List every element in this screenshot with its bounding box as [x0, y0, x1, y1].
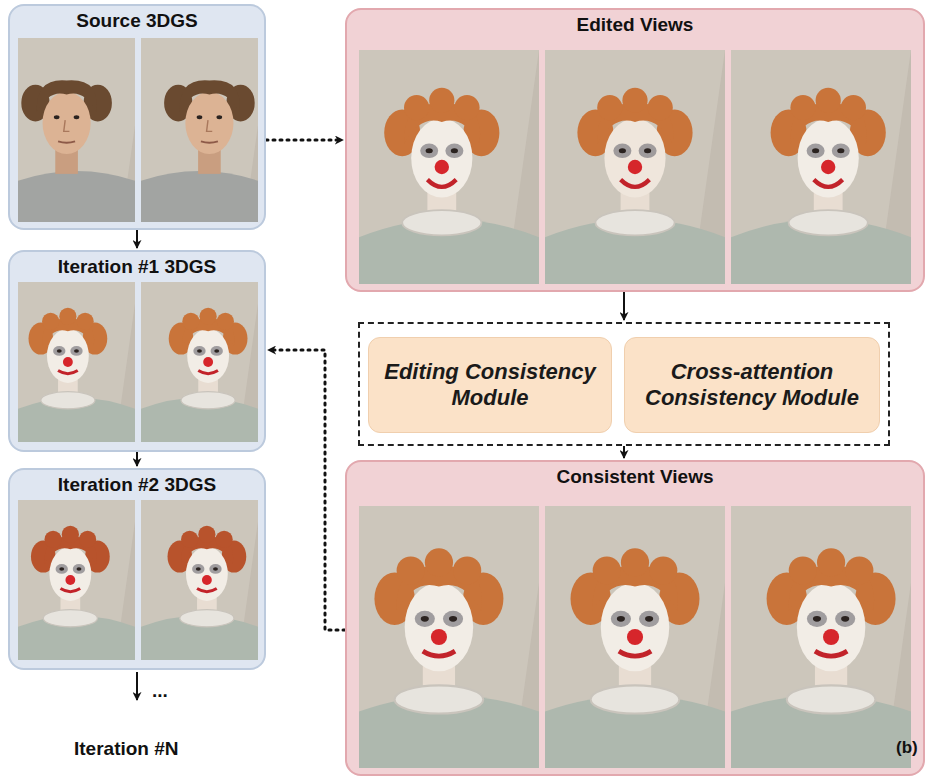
photo: [545, 506, 725, 768]
dotted-arrow: [266, 139, 343, 142]
edited-views-box: Edited Views: [345, 8, 925, 292]
module-box: Cross-attention Consistency Module: [624, 337, 880, 433]
module-label: Editing Consistency Module: [369, 355, 611, 416]
module-label: Cross-attention Consistency Module: [625, 355, 879, 416]
box-title: Consistent Views: [347, 466, 923, 488]
photo: [141, 282, 258, 442]
box-title: Edited Views: [347, 14, 923, 36]
box-title: Iteration #1 3DGS: [10, 256, 264, 278]
iteration-label: Iteration #N: [74, 738, 179, 760]
photo: [731, 50, 911, 284]
flow-arrow: [623, 446, 625, 458]
module-box: Editing Consistency Module: [368, 337, 612, 433]
flow-arrow: [136, 452, 138, 466]
source-box: Source 3DGS: [8, 4, 266, 230]
box-title: Iteration #2 3DGS: [10, 474, 264, 496]
photo: [359, 506, 539, 768]
photo: [141, 38, 258, 222]
photo: [141, 500, 258, 660]
iteration-box: Iteration #1 3DGS: [8, 250, 266, 452]
flow-arrow: [623, 292, 625, 320]
photo: [359, 50, 539, 284]
dotted-arrow: [268, 350, 345, 630]
ellipsis: ...: [152, 680, 168, 702]
box-title: Source 3DGS: [10, 10, 264, 32]
photo: [731, 506, 911, 768]
iteration-box: Iteration #2 3DGS: [8, 468, 266, 670]
iteration-arrow: [136, 672, 138, 700]
flow-arrow: [136, 230, 138, 248]
photo: [18, 500, 135, 660]
photo: [18, 38, 135, 222]
consistent-views-box: Consistent Views: [345, 460, 925, 776]
module-group: Editing Consistency ModuleCross-attentio…: [358, 322, 890, 446]
photo: [545, 50, 725, 284]
panel-tag: (b): [896, 738, 918, 758]
photo: [18, 282, 135, 442]
